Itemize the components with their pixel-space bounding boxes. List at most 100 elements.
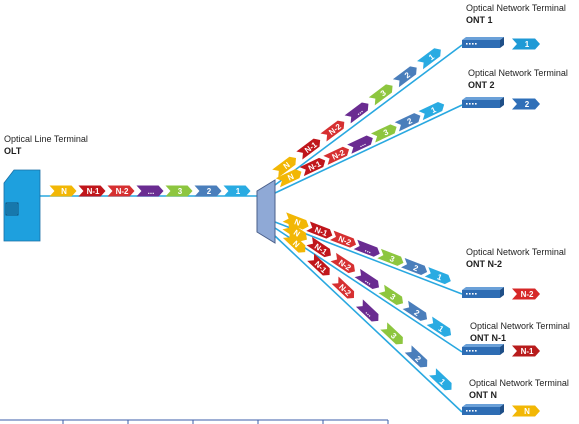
svg-text:N-1: N-1 [87,187,100,196]
packet-chevron: N-1 [299,157,326,177]
svg-text:N: N [282,160,292,171]
ont-n-1-title: Optical Network Terminal [470,321,570,331]
svg-text:3: 3 [178,187,183,196]
svg-text:N-2: N-2 [521,290,534,299]
packet-chevron: 3 [165,185,193,197]
svg-text:N: N [286,172,295,183]
packet-chevron: 3 [380,322,403,345]
svg-text:...: ... [357,138,367,149]
svg-text:N: N [293,217,302,228]
ont-device [462,287,504,298]
packet-chevron: 2 [392,66,417,88]
svg-text:3: 3 [388,292,397,302]
ont-n-2-title: Optical Network Terminal [466,247,566,257]
svg-text:3: 3 [388,254,396,264]
packet-chevron: 1 [223,185,251,197]
svg-text:2: 2 [413,354,423,364]
svg-text:2: 2 [412,308,421,318]
packet-chevron: 3 [370,124,397,143]
packet-chevron: ... [353,239,380,257]
packet-chevron: ... [344,102,369,124]
fiber-links [40,44,463,413]
packet-chevron: 2 [402,300,428,321]
svg-text:...: ... [148,187,155,196]
packet-chevron: N-2 [330,252,355,274]
packet-chevron: N [49,185,77,197]
packet-chevron: N [282,212,309,230]
fiber-line [274,221,463,295]
svg-text:1: 1 [427,52,436,62]
packet-chevron: ... [354,268,379,290]
svg-text:N: N [524,407,530,416]
packet-chevron: N-1 [306,236,331,258]
ont-n-2-name: ONT N-2 [466,259,502,269]
olt-device [3,169,41,242]
svg-text:2: 2 [207,187,212,196]
packet-chevron: N [272,156,297,178]
svg-text:1: 1 [438,377,448,387]
svg-text:2: 2 [412,263,420,273]
packet-chevron: N-1 [296,138,321,160]
fiber-line [274,227,463,353]
packet-chevron: N-1 [78,185,106,197]
ont-1-title: Optical Network Terminal [466,3,566,13]
svg-text:3: 3 [382,127,390,137]
ont-n-1-name: ONT N-1 [470,333,506,343]
svg-text:2: 2 [406,116,414,126]
packet-chevron: N-2 [323,146,350,165]
svg-text:N: N [61,187,67,196]
ont-packet-chevron: N-2 [512,288,540,300]
packet-chevron: 2 [401,257,428,276]
svg-text:1: 1 [525,40,530,49]
ont-2-title: Optical Network Terminal [468,68,568,78]
packet-chevron: N-2 [320,120,345,142]
svg-text:...: ... [364,307,375,318]
ont-packet-chevron: 1 [512,38,540,50]
packet-chevron: 3 [378,284,404,305]
ont-2-name: ONT 2 [468,80,495,90]
packet-chevron: 1 [418,101,445,121]
svg-text:1: 1 [436,272,444,282]
ont-n-name: ONT N [469,390,497,400]
fiber-line [274,235,463,413]
svg-text:...: ... [363,276,374,287]
svg-text:...: ... [364,245,373,256]
fiber-line [274,104,463,194]
packet-chevron: 2 [394,113,421,132]
olt-name: OLT [4,146,22,156]
svg-text:3: 3 [379,88,388,98]
svg-text:1: 1 [236,187,241,196]
packet-chevron: N-2 [329,230,357,248]
ont-device [462,37,504,48]
ont-devices: 1 2N-2N-1N [462,37,540,417]
ont-packet-chevron: N-1 [512,345,540,357]
ont-packet-chevron: N [512,405,540,417]
packet-chevron: 3 [368,84,393,106]
packet-chevron: 2 [404,345,428,368]
packet-chevron: N [275,169,302,188]
packet-chevron: ... [355,299,379,322]
packet-chevron: 2 [194,185,222,197]
table-edge [0,419,389,424]
fiber-line [274,44,463,186]
packet-chevron: 1 [429,368,452,391]
ont-device [462,404,504,415]
packet-chevron: 1 [426,316,452,337]
olt-title: Optical Line Terminal [4,134,88,144]
packet-chevron: 3 [377,248,404,266]
ont-packet-chevron: 2 [512,98,540,110]
packet-chevron: N-2 [107,185,135,197]
ont-1-name: ONT 1 [466,15,493,25]
packet-chevron: ... [136,185,164,197]
svg-text:3: 3 [389,331,399,341]
packet-chevron: N [282,230,306,253]
svg-text:N: N [292,228,302,239]
svg-text:N: N [291,239,302,250]
svg-text:...: ... [354,106,365,117]
svg-text:N-2: N-2 [116,187,129,196]
ont-device [462,97,504,108]
svg-text:N-1: N-1 [521,347,534,356]
ont-device [462,344,504,355]
